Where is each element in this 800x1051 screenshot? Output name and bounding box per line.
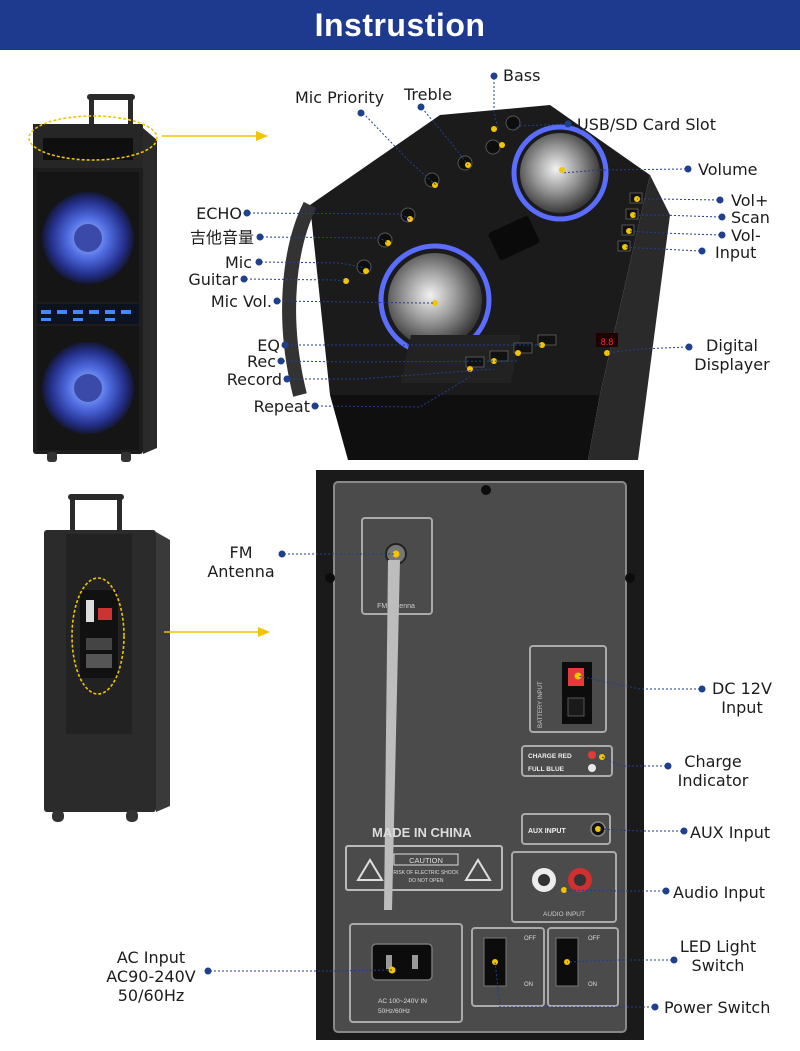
top-panel-photo: 8.8	[282, 105, 670, 460]
power-on-label: ON	[524, 982, 533, 988]
label-eq: EQ	[257, 336, 280, 355]
svg-text:8.8: 8.8	[601, 337, 614, 347]
label-fm-antenna: FM Antenna	[207, 543, 275, 581]
caution-label: CAUTION	[409, 856, 443, 865]
label-bass: Bass	[503, 66, 541, 85]
label-vol-minus: Vol-	[731, 226, 761, 245]
label-led-switch: LED Light Switch	[679, 937, 757, 975]
label-power-switch: Power Switch	[664, 998, 771, 1017]
label-mic-priority: Mic Priority	[295, 88, 385, 107]
made-in-label: MADE IN CHINA	[372, 825, 472, 840]
page-title: Instrustion	[0, 0, 800, 50]
power-off-label: OFF	[524, 936, 536, 942]
label-mic: Mic	[224, 253, 252, 272]
led-on-label: ON	[588, 982, 597, 988]
label-scan: Scan	[731, 208, 770, 227]
front-speaker-photo	[28, 94, 158, 462]
caution-sub2: DO NOT OPEN	[409, 878, 444, 884]
back-speaker-photo	[44, 494, 170, 822]
label-echo: ECHO	[196, 204, 242, 223]
label-record: Record	[226, 370, 282, 389]
label-volume: Volume	[698, 160, 758, 179]
aux-panel-label: AUX INPUT	[528, 828, 566, 835]
led-off-label: OFF	[588, 936, 600, 942]
label-repeat: Repeat	[253, 397, 310, 416]
arrow-icon	[164, 627, 270, 637]
ac-rating1: AC 100~240V IN	[378, 998, 427, 1005]
label-mic-vol: Mic Vol.	[210, 292, 272, 311]
label-usb-sd: USB/SD Card Slot	[577, 115, 716, 134]
label-aux-input: AUX Input	[690, 823, 771, 842]
label-guitar-volume-cn: 吉他音量	[189, 228, 254, 247]
battery-panel-label: BATTERY INPUT	[538, 681, 544, 728]
ac-rating2: 50Hz/60Hz	[378, 1008, 410, 1015]
label-digital-displayer: Digital Displayer	[694, 336, 770, 374]
label-ac-input: AC Input AC90-240V 50/60Hz	[106, 948, 196, 1005]
label-charge-indicator: Charge Indicator	[677, 752, 749, 790]
label-dc-input: DC 12V Input	[712, 679, 772, 717]
label-input: Input	[715, 243, 757, 262]
label-audio-input: Audio Input	[673, 883, 765, 902]
label-rec: Rec	[246, 352, 276, 371]
back-panel-photo: FM Antenna BATTERY INPUT CHARGE RED FULL…	[316, 470, 644, 1040]
full-blue-label: FULL BLUE	[528, 766, 565, 773]
label-vol-plus: Vol+	[731, 191, 769, 210]
label-guitar: Guitar	[188, 270, 238, 289]
label-treble: Treble	[404, 85, 452, 104]
audio-panel-label: AUDIO INPUT	[543, 911, 585, 918]
charge-red-label: CHARGE RED	[528, 753, 572, 760]
arrow-icon	[162, 131, 268, 141]
caution-sub1: RISK OF ELECTRIC SHOCK	[393, 870, 459, 876]
